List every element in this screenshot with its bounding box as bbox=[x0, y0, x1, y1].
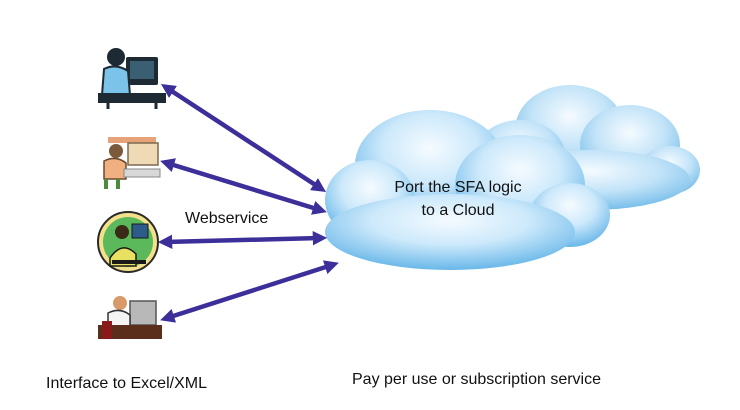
user-at-desk-icon bbox=[103, 137, 161, 189]
cloud-label-line-1: Port the SFA logic bbox=[394, 179, 521, 196]
arrow-user-3 bbox=[157, 230, 328, 250]
front-cloud bbox=[325, 110, 610, 270]
webservice-label: Webservice bbox=[185, 210, 268, 227]
left-caption: Interface to Excel/XML bbox=[46, 375, 207, 392]
user-on-phone-icon bbox=[97, 211, 159, 273]
right-caption: Pay per use or subscription service bbox=[352, 371, 601, 388]
arrow-user-4 bbox=[160, 260, 339, 323]
businessman-at-desk-icon bbox=[98, 296, 162, 339]
connection-arrows bbox=[157, 84, 339, 323]
arrow-user-1 bbox=[160, 84, 327, 192]
arrow-user-2 bbox=[160, 158, 327, 215]
cloud-label-line-2: to a Cloud bbox=[422, 202, 495, 219]
user-at-computer-icon bbox=[98, 48, 166, 109]
